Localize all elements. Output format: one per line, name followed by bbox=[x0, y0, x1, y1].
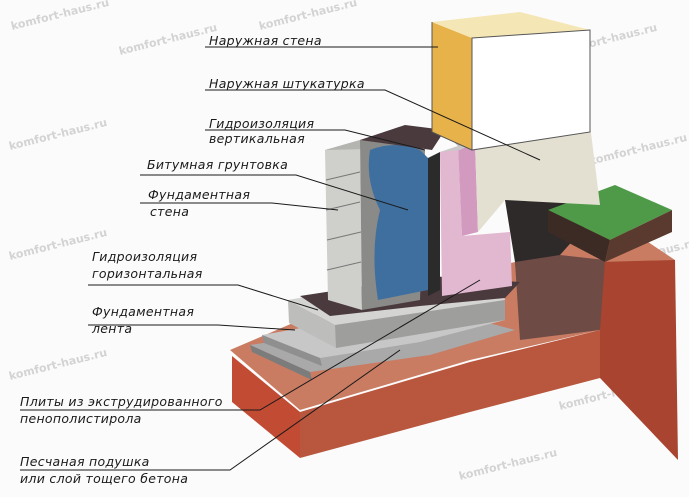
outer-wall bbox=[431, 12, 591, 151]
watermark-text: komfort-haus.ru bbox=[10, 0, 111, 33]
watermark-text: komfort-haus.ru bbox=[588, 131, 689, 168]
outer-wall-front-yellow bbox=[432, 22, 472, 150]
xps-vertical-front bbox=[440, 146, 512, 296]
backfill-soil-body bbox=[515, 255, 605, 340]
grass-soil-edge bbox=[548, 210, 610, 262]
watermark-text: komfort-haus.ru bbox=[8, 116, 109, 153]
label-foundation-strip-sub: лента bbox=[92, 321, 133, 336]
foundation-wall-front bbox=[325, 140, 362, 310]
outer-wall-outline bbox=[431, 22, 473, 151]
label-xps-boards: Плиты из экструдированного bbox=[20, 394, 223, 409]
grass-soil-right bbox=[605, 210, 672, 262]
label-bitumen-primer: Битумная грунтовка bbox=[147, 157, 289, 172]
label-foundation-strip: Фундаментная bbox=[92, 304, 195, 319]
label-sand-cushion-sub: или слой тощего бетона bbox=[20, 471, 189, 486]
label-foundation-wall: Фундаментная bbox=[148, 187, 251, 202]
label-sand-cushion: Песчаная подушка bbox=[20, 454, 150, 469]
watermark-text: komfort-haus.ru bbox=[258, 0, 359, 33]
watermark-text: komfort-haus.ru bbox=[118, 21, 219, 58]
leader-foundation-wall bbox=[140, 202, 339, 211]
xps-vertical bbox=[440, 143, 512, 296]
label-foundation-wall-sub: стена bbox=[150, 204, 190, 219]
label-waterproof-vertical: Гидроизоляция bbox=[209, 116, 315, 131]
blue-waterproofing-layer bbox=[368, 145, 430, 300]
label-outer-plaster: Наружная штукатурка bbox=[209, 76, 365, 91]
label-waterproof-horizontal: Гидроизоляция bbox=[92, 249, 198, 264]
leader-outer-plaster bbox=[205, 89, 541, 161]
outer-wall-side bbox=[471, 29, 591, 151]
leader-waterproof-horizontal bbox=[88, 284, 319, 311]
foundation-wall-block-joints bbox=[325, 171, 362, 271]
dark-vertical-membrane bbox=[428, 152, 440, 296]
leader-waterproof-vertical bbox=[205, 129, 426, 151]
leader-foundation-strip bbox=[88, 324, 296, 331]
foundation-strip-side bbox=[335, 300, 505, 348]
label-waterproof-vertical-sub: вертикальная bbox=[209, 131, 305, 146]
label-waterproof-horizontal-sub: горизонтальная bbox=[92, 266, 203, 281]
leader-lines bbox=[20, 46, 541, 471]
soil-side-face bbox=[600, 260, 678, 460]
soil-right-face bbox=[300, 330, 600, 458]
vertical-waterproofing bbox=[360, 125, 445, 310]
watermark-text: komfort-haus.ru bbox=[8, 346, 109, 383]
leader-xps-boards bbox=[20, 279, 481, 411]
watermark-text: komfort-haus.ru bbox=[458, 446, 559, 483]
outer-wall-top bbox=[432, 12, 590, 38]
plaster-block-face bbox=[458, 125, 600, 232]
leader-sand-cushion bbox=[20, 349, 401, 471]
foundation-strip-front bbox=[288, 300, 336, 348]
label-xps-boards-sub: пенополистирола bbox=[20, 411, 142, 426]
xps-vertical-edge bbox=[458, 143, 478, 236]
sand-cushion-front bbox=[250, 345, 312, 380]
waterproofing-top-edge bbox=[360, 125, 445, 150]
backfill-soil bbox=[505, 185, 672, 340]
label-outer-wall: Наружная стена bbox=[209, 33, 322, 48]
leader-bitumen-primer bbox=[140, 174, 409, 211]
xps-boards-front bbox=[262, 335, 322, 366]
